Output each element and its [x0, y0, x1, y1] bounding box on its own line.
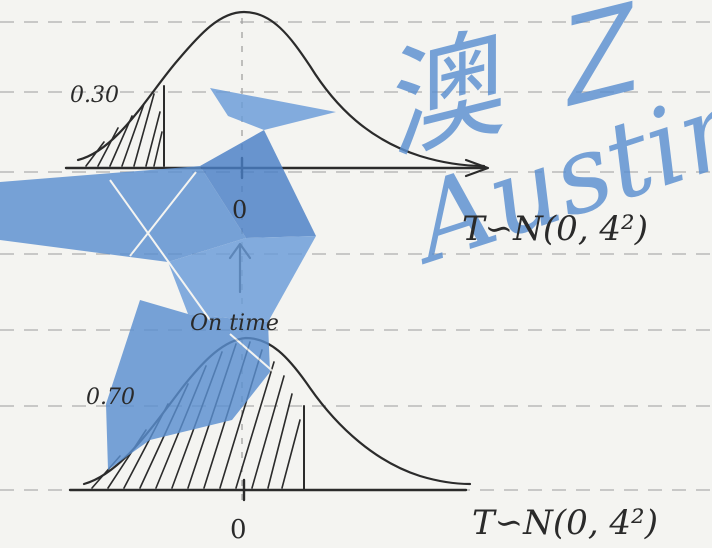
top-mean-label: 0	[232, 196, 247, 224]
watermark-paper-shape	[168, 236, 316, 322]
watermark-paper-shape	[0, 166, 246, 262]
top-distribution-label: T∽N(0, 4²)	[462, 209, 648, 249]
bottom-distribution-label: T∽N(0, 4²)	[472, 503, 658, 543]
top-axis-arrowhead	[464, 158, 490, 178]
top-tail-probability: 0.30	[70, 83, 119, 108]
watermark-paper-shape	[210, 88, 336, 130]
watermark-paper-shape	[106, 300, 270, 470]
bottom-left-probability: 0.70	[86, 385, 135, 410]
on-time-annotation: On time	[190, 311, 279, 336]
watermark-paper-shape	[200, 130, 316, 238]
top-bell-curve	[76, 10, 486, 168]
bottom-mean-label: 0	[230, 515, 247, 545]
